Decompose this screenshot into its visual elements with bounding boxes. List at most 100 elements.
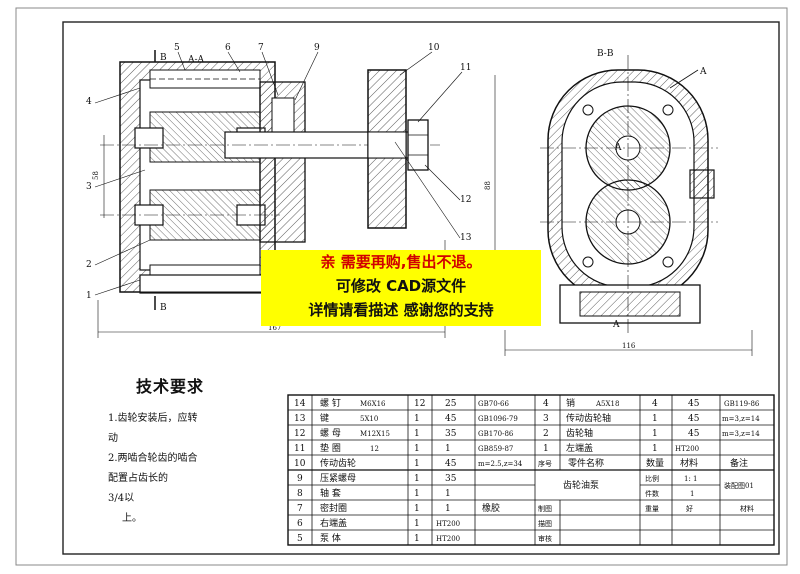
bom-no: 13 (294, 414, 306, 424)
bom-mat: 45 (445, 459, 457, 469)
bom-name: 传动齿轮 (320, 457, 356, 469)
bom-no: 12 (294, 429, 305, 439)
dim-left-width: 167 (268, 324, 281, 332)
bom-spec: M12X15 (360, 430, 390, 438)
bom-header-qty: 数量 (646, 457, 664, 469)
bom-name: 键 (320, 412, 329, 424)
count-value: 1 (690, 490, 694, 498)
bom-mat: 35 (445, 474, 457, 484)
tech-item-4: 配置占齿长的 (108, 473, 168, 484)
part-no-5: 5 (174, 43, 180, 53)
bom-qty2: 4 (652, 399, 658, 409)
bom-mat2: 45 (688, 414, 700, 424)
audit-label: 审核 (538, 534, 552, 543)
tech-item-6: 上。 (122, 513, 142, 524)
banner-line-3: 详情请看描述 感谢您的支持 (308, 301, 494, 319)
bom-qty: 1 (414, 459, 420, 469)
part-no-10: 10 (428, 43, 440, 53)
dim-right-height: 88 (484, 181, 492, 190)
bom-std: GB170-86 (478, 430, 514, 438)
dim-left-height: 58 (92, 171, 100, 180)
bom-mat: HT200 (436, 535, 460, 543)
part-no-3: 3 (86, 182, 92, 192)
bom-no2: 1 (543, 444, 549, 454)
bom-std: GB859-87 (478, 445, 513, 453)
bom-no: 11 (294, 444, 305, 454)
check-label: 描图 (538, 519, 552, 528)
part-no-9: 9 (314, 43, 320, 53)
part-no-7: 7 (258, 43, 264, 53)
bom-std2: GB119-86 (724, 400, 760, 408)
technical-requirements: 技术要求 1.齿轮安装后，应转 动 2.两啮合轮齿的啮合 配置占齿长的 3/4以… (108, 373, 268, 529)
outer-frame (15, 7, 788, 566)
bom-qty2: 1 (652, 414, 658, 424)
bom-spec: 12 (370, 445, 379, 453)
bom-qty: 1 (414, 504, 420, 514)
bom-mat2: 45 (688, 429, 700, 439)
bom-name: 泵 体 (320, 532, 341, 544)
part-no-11: 11 (460, 63, 471, 73)
dim-right-width: 116 (622, 342, 636, 350)
bom-name2: 齿轮轴 (566, 427, 593, 439)
bom-qty: 1 (414, 429, 420, 439)
part-no-4: 4 (86, 97, 92, 107)
bom-no: 7 (297, 504, 303, 514)
bom-spec: 5X10 (360, 415, 378, 423)
inner-frame (62, 21, 780, 555)
part-no-12: 12 (460, 195, 471, 205)
drawing-name: 齿轮油泵 (563, 479, 599, 491)
bom-mat: 1 (445, 489, 451, 499)
bom-no: 8 (297, 489, 303, 499)
bom-no: 6 (297, 519, 303, 529)
bom-mat: 45 (445, 414, 457, 424)
bom-table (287, 394, 775, 546)
part-number-leaders (94, 51, 463, 296)
bom-header-name: 零件名称 (568, 457, 604, 469)
bom-std2: m=3,z=14 (722, 415, 760, 423)
part-no-6: 6 (225, 43, 231, 53)
bom-no: 14 (294, 399, 306, 409)
bom-left-rows: 14 螺 钉 M6X16 12 25 GB70-66 13 键 5X10 1 4… (294, 398, 523, 544)
bom-qty: 1 (414, 414, 420, 424)
banner-line-1: 亲 需要再购,售出不退。 (320, 253, 482, 271)
bom-mat: 1 (445, 444, 451, 454)
bom-no2: 4 (543, 399, 549, 409)
cut-letter-a-mid: A (614, 143, 622, 153)
cut-letter-b-bottom: B (160, 303, 167, 313)
bom-name2: 左端盖 (566, 442, 593, 454)
scale-label: 比例 (645, 474, 659, 483)
bom-right-rows: 4 销 A5X18 4 45 GB119-86 3 传动齿轮轴 1 45 m=3… (538, 397, 760, 543)
bom-std: m=2.5,z=34 (478, 460, 523, 468)
bom-mat: 35 (445, 429, 457, 439)
count-label: 件数 (645, 489, 659, 498)
right-section-view: 116 88 B-B A A A (484, 49, 753, 356)
scale-value: 1: 1 (684, 475, 698, 483)
bom-qty: 1 (414, 519, 420, 529)
bom-qty: 12 (414, 399, 425, 409)
bom-mat: 1 (445, 504, 451, 514)
part-no-2: 2 (86, 260, 92, 270)
bom-header-no: 序号 (538, 459, 552, 468)
tech-title: 技术要求 (136, 377, 205, 396)
tech-item-5: 3/4以 (108, 493, 135, 504)
part-no-13: 13 (460, 233, 472, 243)
bom-name2: 传动齿轮轴 (566, 412, 611, 424)
right-section-label: B-B (597, 49, 614, 59)
bom-qty2: 1 (652, 429, 658, 439)
bom-no2: 2 (543, 429, 549, 439)
bom-name: 右端盖 (320, 517, 347, 529)
bom-qty: 1 (414, 444, 420, 454)
bom-qty: 1 (414, 474, 420, 484)
bom-qty2: 1 (652, 444, 658, 454)
left-section-label: A-A (187, 55, 205, 65)
bom-qty: 1 (414, 534, 420, 544)
bom-mat2: HT200 (675, 445, 699, 453)
bom-std2: m=3,z=14 (722, 430, 760, 438)
banner-line-2: 可修改 CAD源文件 (335, 277, 467, 295)
bom-std: 橡胶 (482, 502, 500, 514)
bom-name2: 销 (566, 397, 575, 409)
weight-label: 重量 (645, 505, 659, 513)
tech-item-2: 动 (108, 433, 118, 444)
bom-mat2: 45 (688, 399, 700, 409)
